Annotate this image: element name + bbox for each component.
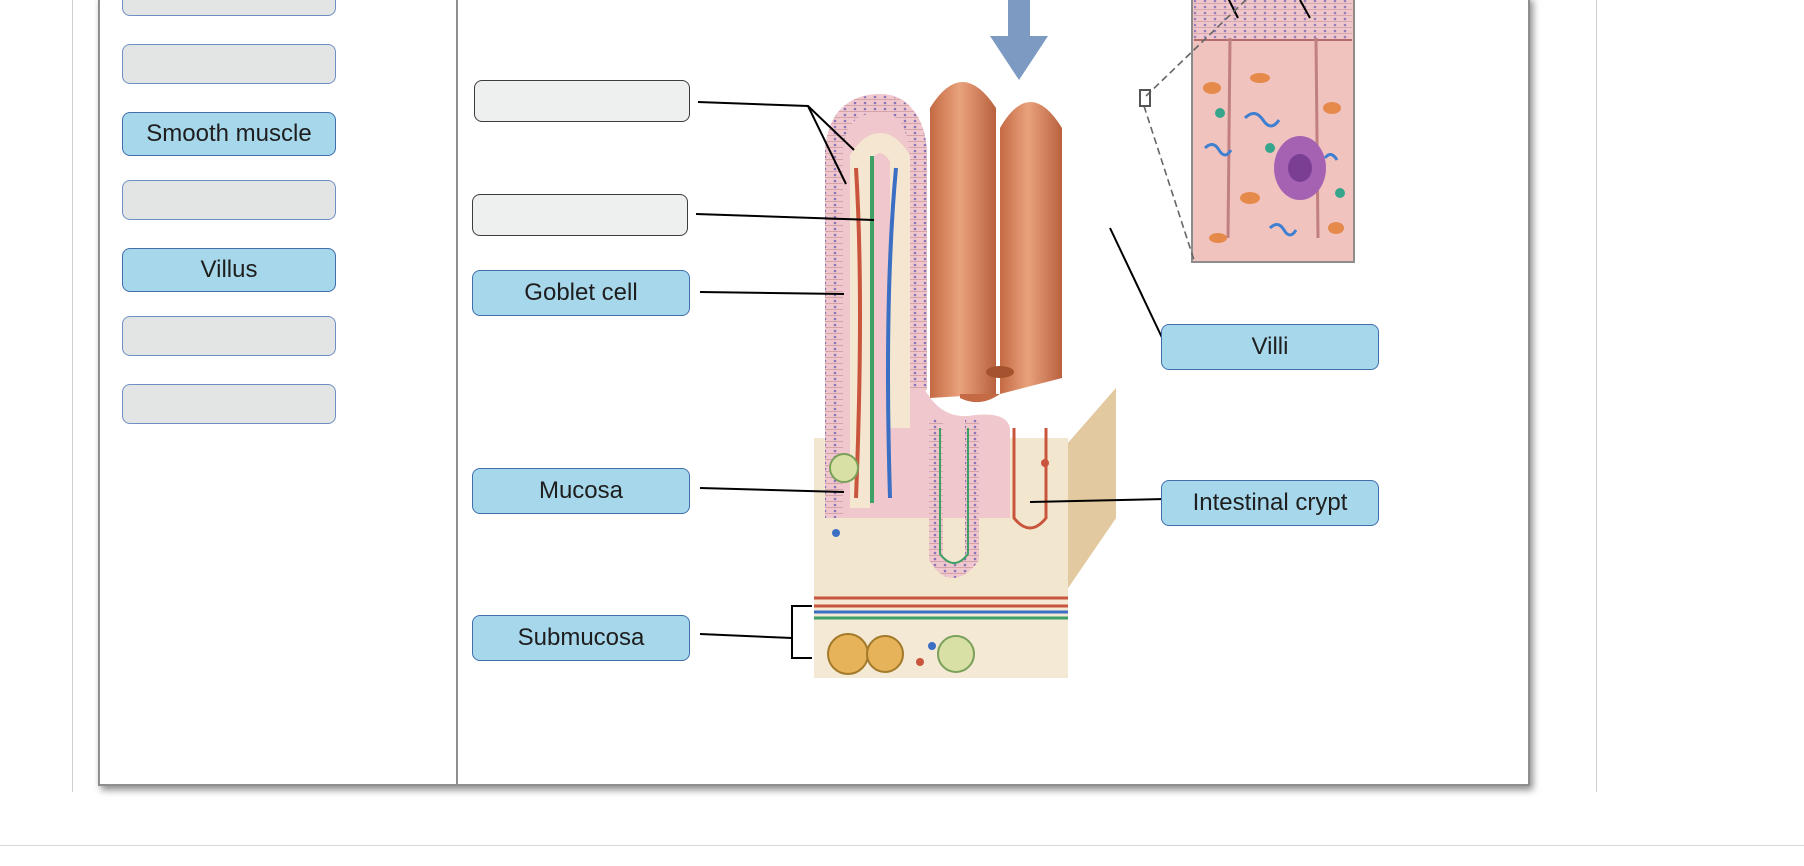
word-bank-tile-empty[interactable] [122,0,336,16]
epithelial-cell-inset [1191,0,1355,263]
word-bank-divider [456,0,458,784]
label-text: Submucosa [517,624,645,651]
label-goblet-cell[interactable]: Goblet cell [472,270,690,316]
word-bank-tile-smooth-muscle[interactable]: Smooth muscle [122,112,336,156]
page-bottom-rule [0,845,1804,846]
page-left-rule [72,0,73,792]
word-bank-tile-empty[interactable] [122,384,336,424]
label-villi[interactable]: Villi [1161,324,1379,370]
word-bank-tile-empty[interactable] [122,316,336,356]
label-drop-target-top[interactable] [474,80,690,122]
villi-tissue-block [814,82,1116,678]
label-text: Villi [1251,333,1289,360]
intestinal-wall-illustration [695,0,1355,678]
label-submucosa[interactable]: Submucosa [472,615,690,661]
label-text: Goblet cell [524,279,638,306]
word-bank-tile-empty[interactable] [122,180,336,220]
label-intestinal-crypt[interactable]: Intestinal crypt [1161,480,1379,526]
word-bank-tile-villus[interactable]: Villus [122,248,336,292]
down-arrow-icon [990,0,1048,80]
label-text: Intestinal crypt [1192,489,1348,516]
word-bank-tile-empty[interactable] [122,44,336,84]
word-bank-tile-label: Villus [200,256,258,283]
labeling-activity-panel: Smooth muscle Villus [98,0,1530,786]
word-bank-tile-label: Smooth muscle [146,120,312,147]
page-right-rule [1596,0,1597,792]
label-mucosa[interactable]: Mucosa [472,468,690,514]
inset-marker [1139,89,1151,107]
label-text: Mucosa [538,477,624,504]
label-drop-target-second[interactable] [472,194,688,236]
